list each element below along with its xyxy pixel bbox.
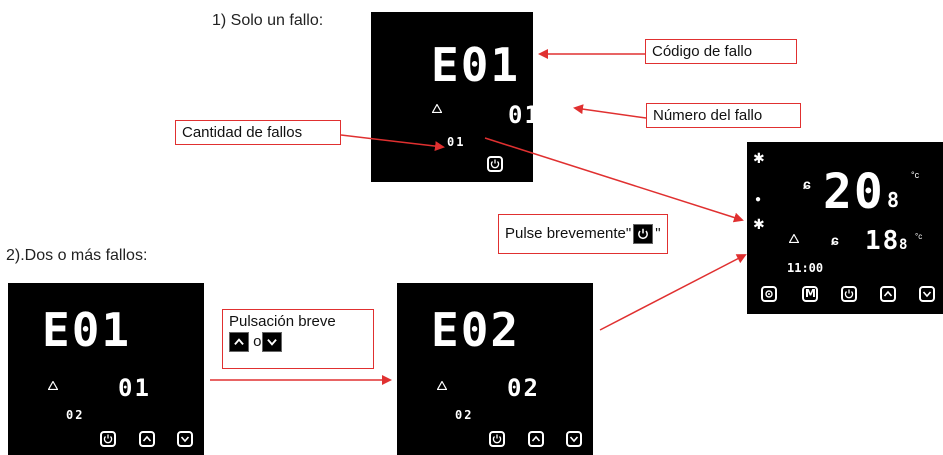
warning-icon: [437, 381, 447, 390]
callout-press-suffix: ": [655, 224, 661, 242]
callout-short-press-power: Pulse brevemente" ": [498, 214, 668, 254]
fault-number-display: 01: [508, 101, 541, 129]
fault-number-display: 02: [507, 374, 540, 402]
mode-button-label: M: [805, 287, 816, 300]
callout-fault-code: Código de fallo: [645, 39, 797, 64]
callout-fault-count: Cantidad de fallos: [175, 120, 341, 145]
fault-count-display: 02: [455, 408, 474, 422]
fault-count-display: 01: [447, 135, 466, 149]
down-mini-icon: [261, 332, 282, 352]
chevron-down-icon: [922, 291, 932, 298]
warning-icon: [48, 381, 58, 390]
second-temperature-decimal: 8: [899, 237, 910, 253]
callout-short-press-up-down: Pulsación breve o: [222, 309, 374, 369]
power-button[interactable]: [489, 431, 505, 447]
snowflake-icon: ✱: [753, 150, 765, 166]
display-fault-2-of-2: E02 02 02: [397, 283, 593, 455]
up-button[interactable]: [528, 431, 544, 447]
fault-number-display: 01: [118, 374, 151, 402]
callout-press-prefix: Pulse brevemente": [505, 224, 632, 242]
display-fault-1-of-2: E01 01 02: [8, 283, 204, 455]
chevron-up-icon: [883, 290, 893, 297]
degree-c-small-icon: °c: [915, 232, 923, 241]
arrow-to-normal-from-bottom: [599, 254, 747, 331]
display-single-fault: E01 01 01: [371, 12, 539, 182]
power-button[interactable]: [487, 156, 503, 172]
main-temperature-decimal: 8: [887, 188, 902, 212]
callout-fault-number: Número del fallo: [646, 103, 801, 128]
indoor-temp-icon: ɕ: [803, 176, 811, 192]
outdoor-temp-icon: ɕ: [831, 232, 839, 248]
chevron-down-icon: [569, 436, 579, 443]
up-button[interactable]: [880, 286, 896, 302]
down-button[interactable]: [566, 431, 582, 447]
display-normal-operation: ✱ ● ✱ ɕ 20 8 °c ɕ 18 8 °c 11:00 M: [747, 142, 943, 314]
heat-icon: ✱: [753, 216, 765, 232]
callout-short-press-text: Pulsación breve: [229, 313, 336, 330]
fault-code-display: E02: [431, 303, 521, 357]
main-temperature: 20: [823, 164, 885, 220]
up-button[interactable]: [139, 431, 155, 447]
second-temperature: 18: [865, 226, 901, 256]
power-mini-icon: [633, 224, 654, 244]
arrow-fault-number: [573, 104, 647, 119]
fan-icon: ●: [755, 194, 762, 205]
chevron-up-icon: [142, 435, 152, 442]
fault-code-display: E01: [42, 303, 132, 357]
warning-icon: [432, 104, 442, 113]
fan-speed-button[interactable]: [761, 286, 777, 302]
down-button[interactable]: [177, 431, 193, 447]
power-icon: [490, 159, 500, 169]
fault-count-display: 02: [66, 408, 85, 422]
section-2-label: 2).Dos o más fallos:: [6, 247, 148, 264]
chevron-down-icon: [180, 436, 190, 443]
mode-button[interactable]: M: [802, 286, 818, 302]
fault-code-display: E01: [431, 38, 521, 92]
callout-or-text: o: [253, 332, 262, 350]
up-mini-icon: [229, 332, 249, 352]
power-icon: [844, 289, 854, 299]
power-button[interactable]: [100, 431, 116, 447]
warning-icon: [789, 234, 799, 243]
clock-display: 11:00: [787, 261, 824, 275]
power-button[interactable]: [841, 286, 857, 302]
power-icon: [492, 434, 502, 444]
power-icon: [103, 434, 113, 444]
chevron-up-icon: [531, 435, 541, 442]
down-button[interactable]: [919, 286, 935, 302]
degree-c-icon: °c: [911, 170, 920, 180]
fan-speed-icon: [765, 290, 773, 298]
section-1-label: 1) Solo un fallo:: [212, 12, 324, 29]
